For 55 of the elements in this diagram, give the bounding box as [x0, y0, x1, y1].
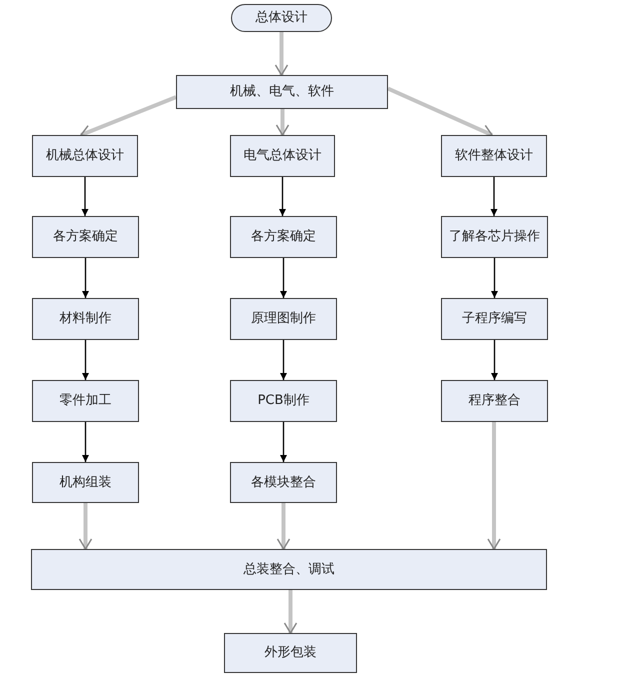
process-box	[32, 216, 139, 258]
node-label: 零件加工	[60, 392, 112, 410]
arrow	[82, 258, 89, 298]
hollow-arrow	[80, 95, 177, 138]
arrow	[490, 177, 498, 216]
arrow	[280, 258, 287, 298]
hollow-arrow	[387, 86, 493, 138]
node-label: 了解各芯片操作	[449, 228, 540, 246]
node-label: 总装整合、调试	[244, 560, 334, 578]
hollow-arrow	[274, 32, 288, 76]
process-box	[441, 216, 548, 258]
process-box	[230, 380, 337, 422]
start-terminal	[231, 4, 332, 32]
process-box	[32, 462, 139, 503]
node-label: 程序整合	[468, 392, 520, 410]
hollow-arrow	[276, 503, 290, 550]
arrow	[82, 422, 89, 462]
arrow	[82, 340, 89, 380]
process-box	[176, 75, 388, 109]
node-label: 机构组装	[60, 474, 112, 492]
node-label: 电气总体设计	[244, 147, 322, 165]
hollow-arrow	[276, 109, 290, 136]
process-box	[32, 380, 139, 422]
node-label: 原理图制作	[251, 310, 316, 328]
node-label: 外形包装	[264, 644, 316, 662]
process-box	[230, 462, 337, 503]
process-box	[32, 298, 139, 340]
arrow	[82, 177, 88, 216]
process-box	[230, 135, 335, 177]
arrow	[280, 422, 287, 462]
process-box	[441, 298, 548, 340]
node-label: PCB制作	[258, 392, 310, 410]
process-box	[32, 135, 138, 177]
node-label: 各方案确定	[251, 228, 316, 246]
process-box	[224, 633, 357, 673]
node-label: 机械总体设计	[46, 147, 124, 165]
process-box	[230, 298, 337, 340]
process-box	[441, 135, 547, 177]
arrow	[280, 340, 287, 380]
hollow-arrow	[487, 422, 501, 550]
node-label: 各方案确定	[53, 228, 118, 246]
node-label: 软件整体设计	[455, 147, 533, 165]
arrow	[491, 340, 498, 380]
process-box	[230, 216, 337, 258]
node-label: 各模块整合	[251, 474, 316, 492]
hollow-arrow	[78, 503, 92, 550]
arrow	[279, 177, 286, 216]
node-label: 材料制作	[60, 310, 112, 328]
hollow-arrow	[284, 590, 298, 634]
process-box	[441, 380, 548, 422]
process-box	[31, 549, 547, 590]
node-label: 机械、电气、软件	[230, 83, 334, 101]
node-label: 总体设计	[256, 9, 308, 27]
node-label: 子程序编写	[462, 310, 527, 328]
arrow	[491, 258, 498, 298]
